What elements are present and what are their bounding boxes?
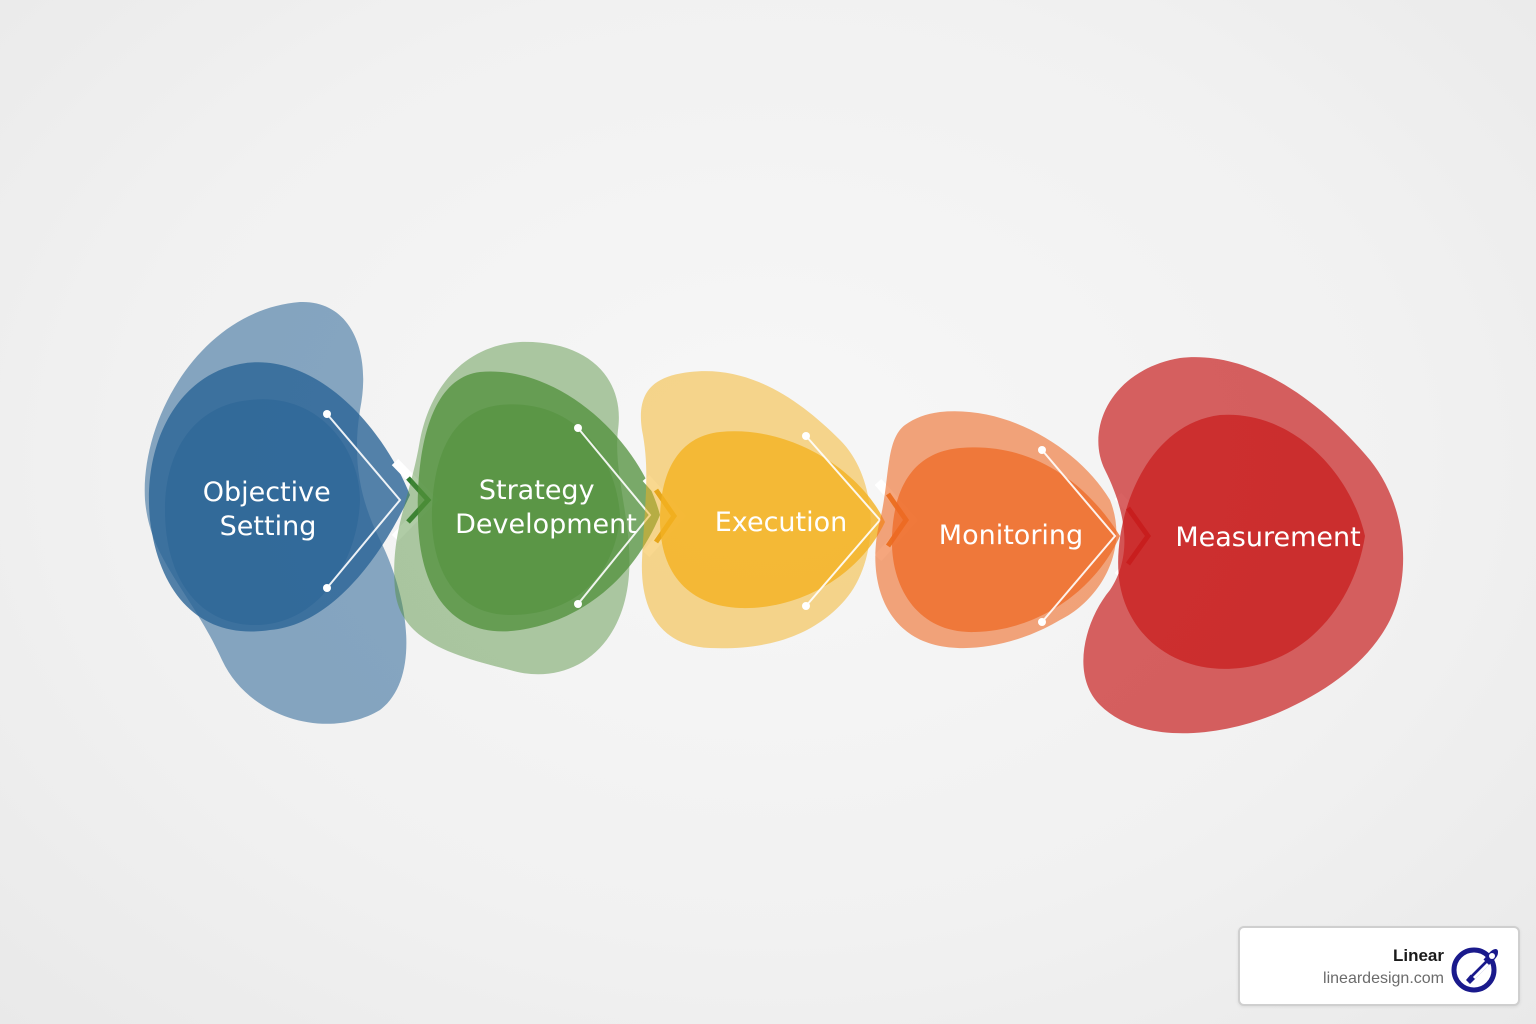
- rocket-icon: [1451, 947, 1498, 993]
- connector-dot-top: [574, 424, 582, 432]
- brand-url: lineardesign.com: [1323, 970, 1444, 987]
- svg-text:Objective Setting: Objective Setting: [203, 477, 340, 542]
- step-label-line: Objective: [203, 477, 331, 508]
- step-label-line: Development: [455, 509, 637, 540]
- svg-text:Monitoring: Monitoring: [939, 520, 1083, 551]
- brand-badge[interactable]: Linear lineardesign.com: [1238, 926, 1520, 1006]
- blob-front: [660, 431, 885, 609]
- blob-core: [165, 399, 360, 625]
- step-label-line: Measurement: [1175, 522, 1360, 553]
- svg-text:Strategy Development: Strategy Development: [455, 475, 637, 540]
- blob-front: [1118, 414, 1365, 669]
- connector-dot-bottom: [1038, 618, 1046, 626]
- connector-line: [326, 413, 402, 589]
- step-objective-setting: Objective Setting: [144, 301, 410, 724]
- connector-dot-bottom: [574, 600, 582, 608]
- connector-dot-bottom: [323, 584, 331, 592]
- step-execution: Execution: [640, 371, 885, 649]
- step-label-line: Setting: [220, 511, 317, 542]
- connector-dot-top: [323, 410, 331, 418]
- connector-line: [1041, 449, 1117, 623]
- svg-text:Execution: Execution: [715, 507, 848, 538]
- step-monitoring: Monitoring: [875, 411, 1120, 649]
- brand-name: Linear: [1392, 946, 1444, 965]
- connector-dot-bottom: [802, 602, 810, 610]
- step-strategy-development: Strategy Development: [394, 341, 660, 675]
- step-measurement: Measurement: [1083, 357, 1404, 734]
- blob-core: [431, 404, 620, 615]
- blob-front: [891, 447, 1120, 633]
- step-label-line: Execution: [715, 507, 848, 538]
- svg-text:Measurement: Measurement: [1175, 522, 1360, 553]
- step-label-line: Monitoring: [939, 520, 1083, 551]
- connector-dot-top: [1038, 446, 1046, 454]
- step-label-line: Strategy: [479, 475, 595, 506]
- connector-dot-top: [802, 432, 810, 440]
